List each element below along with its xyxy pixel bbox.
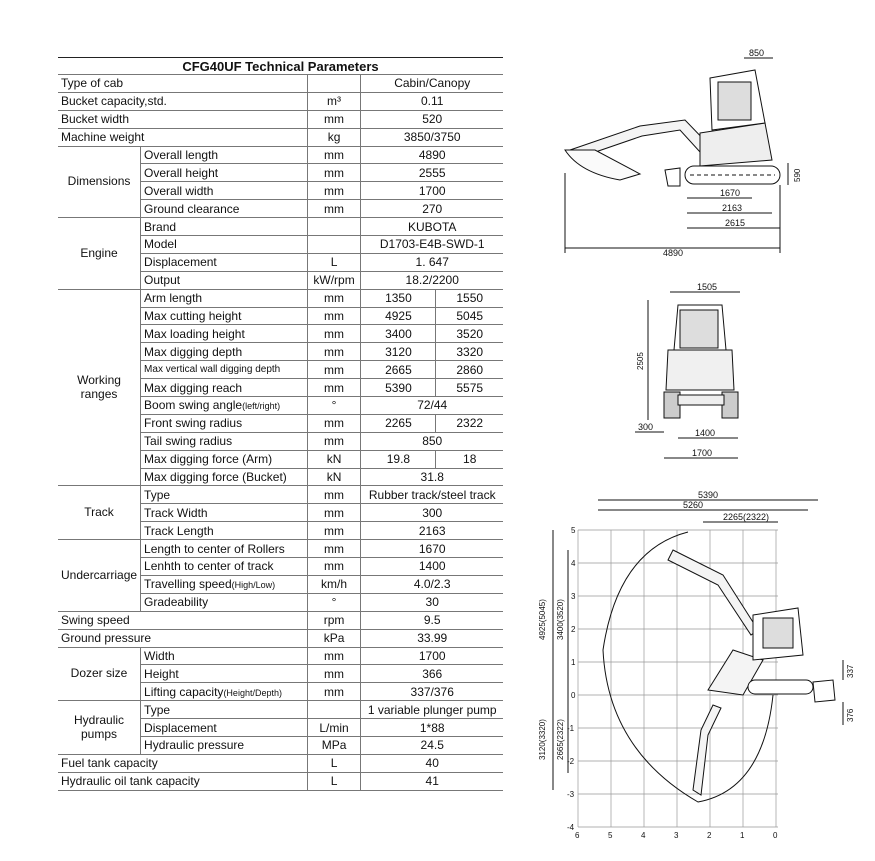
tick-label: -4	[567, 823, 575, 832]
dim-label: 4925(5045)	[538, 599, 547, 640]
dim-label: 5260	[683, 500, 703, 510]
group-dimensions: Dimensions	[58, 145, 142, 219]
tick-label: 1	[571, 658, 576, 667]
group-track: Track	[58, 485, 142, 541]
tick-label: 2	[571, 625, 576, 634]
side-view-drawing: 850 1670 2163 2615 4890 590	[564, 48, 802, 258]
tick-label: 2	[707, 831, 712, 840]
tick-label: 4	[641, 831, 646, 840]
tick-label: 0	[571, 691, 576, 700]
dim-label: 376	[846, 708, 855, 722]
dim-label: 1700	[692, 448, 712, 458]
dim-label: 337	[846, 664, 855, 678]
dim-label: 2163	[722, 203, 742, 213]
group-undercarriage: Undercarriage	[58, 539, 142, 612]
dim-label: 1505	[697, 282, 717, 292]
dim-label: 300	[638, 422, 653, 432]
tick-label: -3	[567, 790, 575, 799]
tick-label: 5	[608, 831, 613, 840]
group-dozer: Dozer size	[58, 646, 142, 702]
front-view-drawing: 1505 2505 300 1400 1700	[635, 282, 740, 459]
dim-label: 2615	[725, 218, 745, 228]
tick-label: 3	[674, 831, 679, 840]
dim-label: 1670	[720, 188, 740, 198]
table-title: CFG40UF Technical Parameters	[58, 57, 503, 75]
tick-label: 1	[740, 831, 745, 840]
dim-label: 1400	[695, 428, 715, 438]
group-engine: Engine	[58, 217, 142, 290]
group-working-ranges: Working ranges	[58, 288, 142, 487]
dim-label: 2505	[636, 352, 645, 370]
tick-label: 3	[571, 592, 576, 601]
dim-label: 2265(2322)	[723, 512, 769, 522]
dim-label: 850	[749, 48, 764, 58]
tick-label: 5	[571, 526, 576, 535]
dim-label: 3400(3520)	[556, 599, 565, 640]
dim-label: 4890	[663, 248, 683, 258]
spec-table: CFG40UF Technical Parameters Type of cab…	[58, 57, 503, 791]
tick-label: 0	[773, 831, 778, 840]
tick-label: -1	[567, 724, 575, 733]
dim-label: 3120(3320)	[538, 719, 547, 760]
dim-label: 5390	[698, 490, 718, 500]
tick-label: 6	[575, 831, 580, 840]
group-hydraulic: Hydraulic pumps	[58, 700, 142, 755]
dim-label: 590	[793, 168, 802, 182]
tick-label: 4	[571, 559, 576, 568]
working-range-drawing: 5390 5260 2265(2322) 4925(5045) 3400(352…	[538, 490, 855, 840]
dim-label: 2665(2322)	[556, 719, 565, 760]
tick-label: -2	[567, 757, 575, 766]
